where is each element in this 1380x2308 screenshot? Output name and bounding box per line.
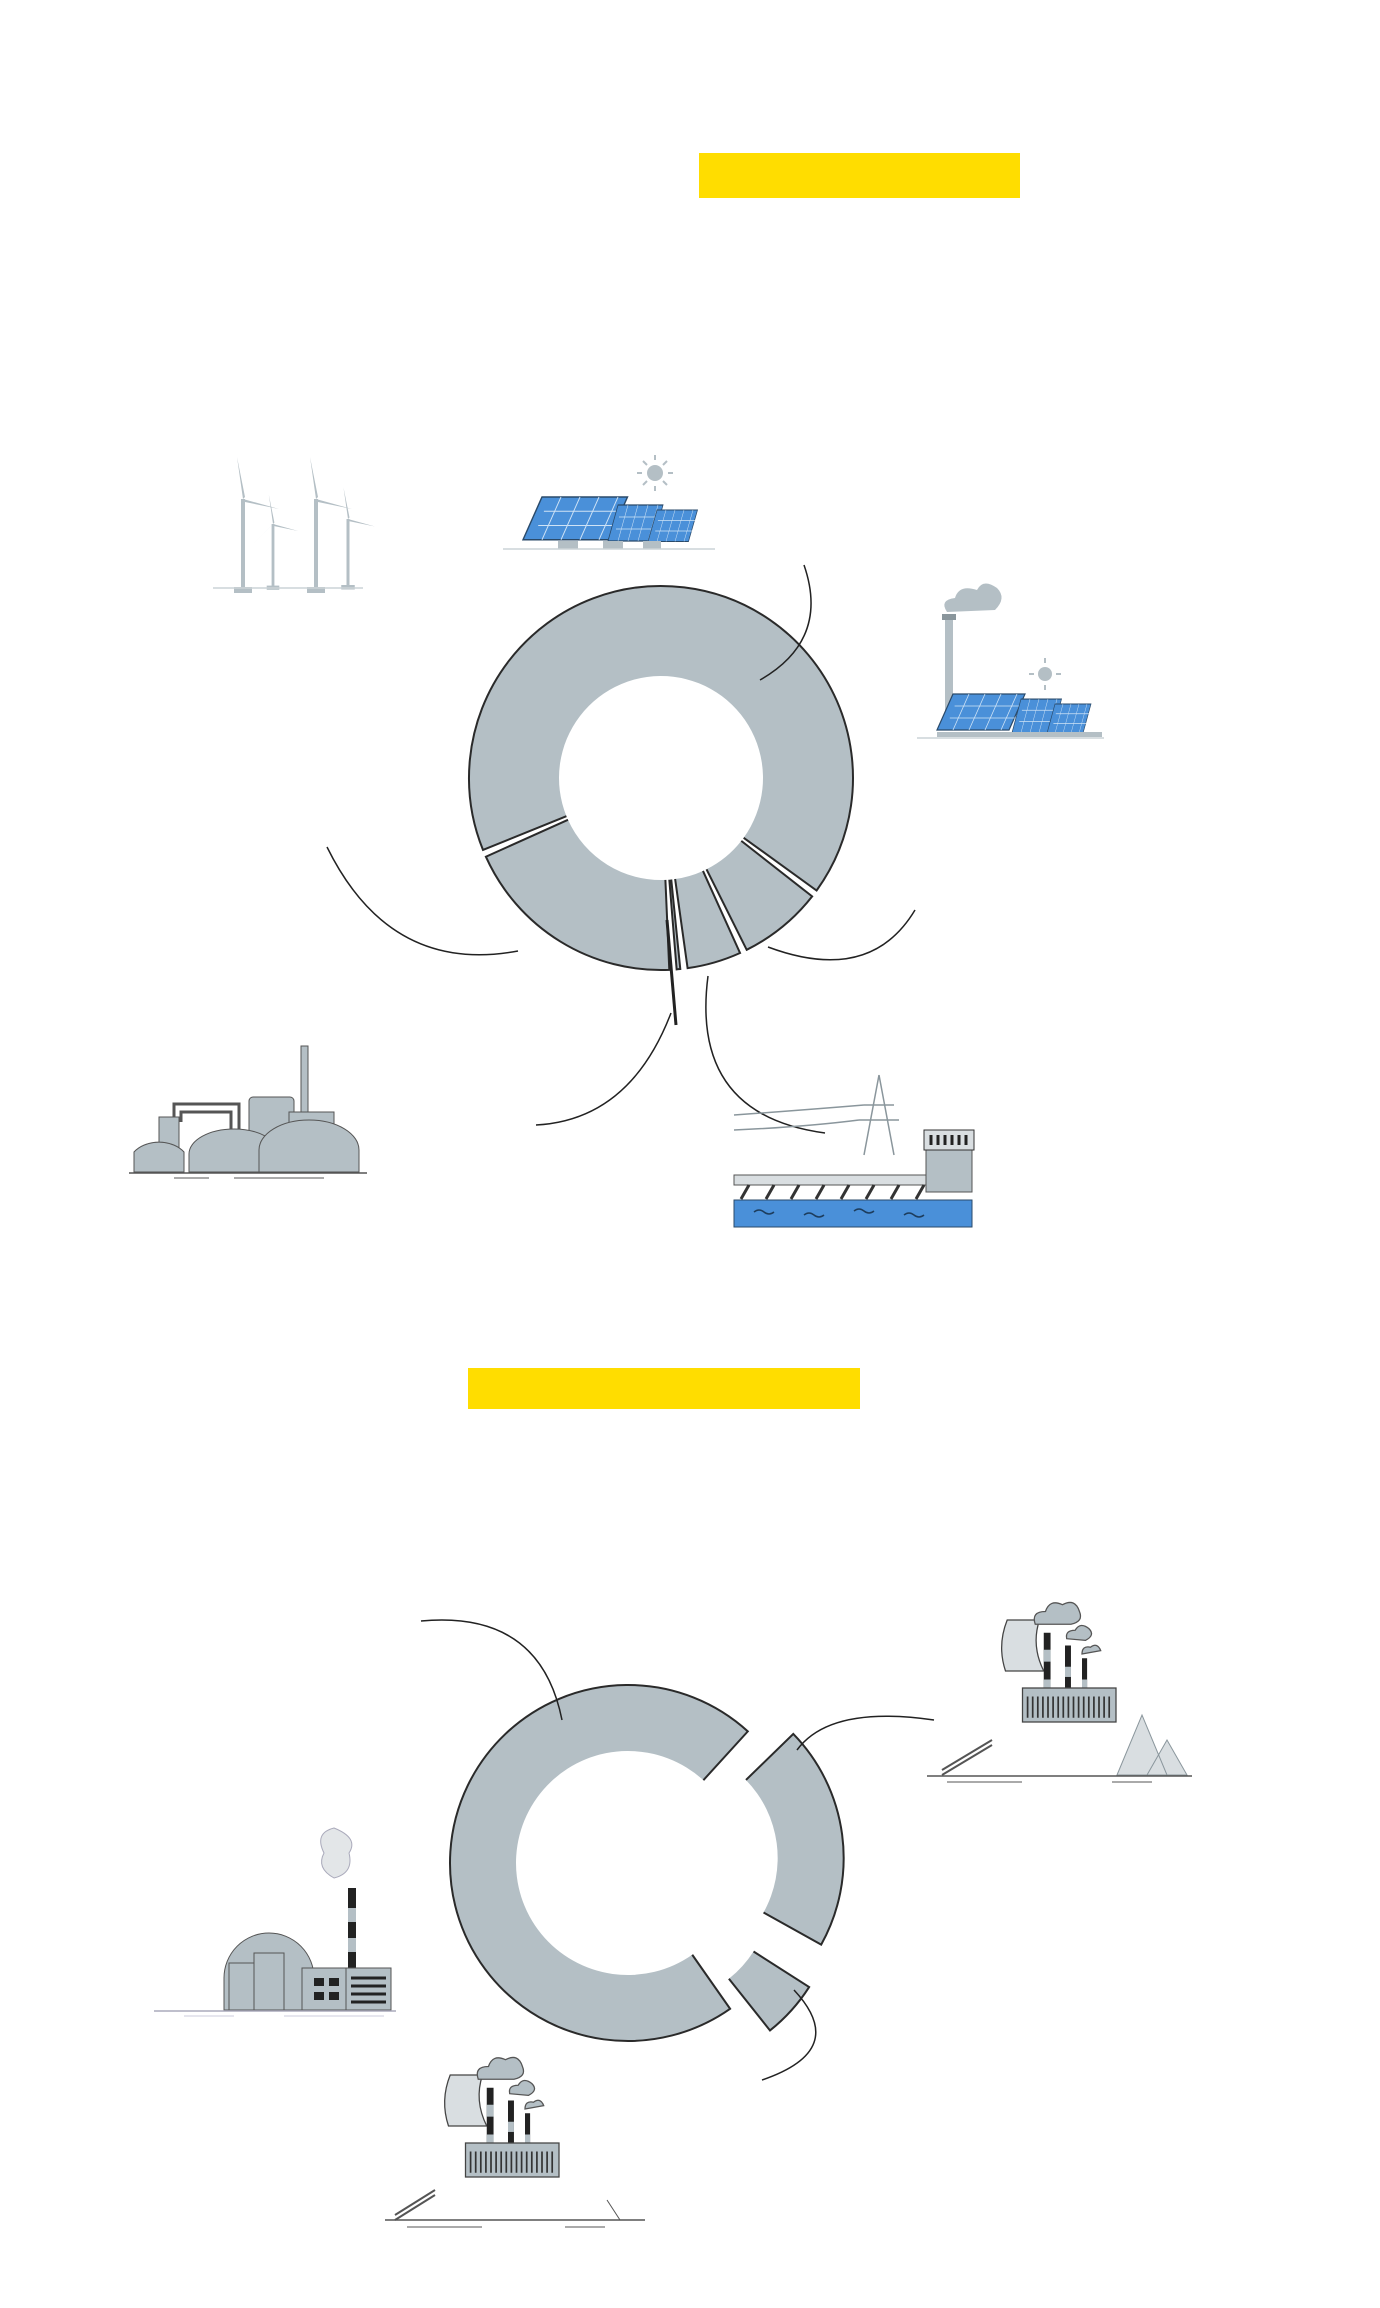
donut-segment-solar-with-chimney: [706, 840, 813, 950]
donut-chart-2: [449, 1684, 845, 2042]
chart-title-highlight-2: [468, 1368, 860, 1409]
coal-plant-icon: [385, 2056, 645, 2228]
donut-segment-outline: [728, 1950, 811, 2032]
nuclear-plant-icon: [154, 1827, 396, 2017]
donut-segment-solar-farm: [469, 586, 854, 891]
donut-segment-biogas-hydro-small: [675, 870, 741, 969]
biogas-plant-icon: [129, 1045, 367, 1179]
donut-segment-coal-plant-small: [728, 1951, 810, 2031]
solar-chimney-icon: [917, 583, 1104, 739]
coal-plant-icon: [927, 1601, 1192, 1783]
donut-segment-outline: [705, 840, 814, 952]
solar-panels-icon: [503, 455, 715, 550]
wind-turbines-icon: [213, 457, 375, 593]
donut-segment-outline: [484, 818, 671, 971]
leader-line: [761, 1989, 817, 2081]
leader-lines: [326, 564, 935, 2081]
leader-line: [326, 846, 519, 956]
leader-line: [665, 919, 678, 1026]
leader-line: [535, 1012, 672, 1126]
hydro-dam-icon: [733, 1074, 975, 1228]
donut-segment-biogas-plant: [485, 819, 670, 970]
leader-line: [420, 1619, 563, 1721]
donut-segment-outline: [468, 585, 854, 892]
donut-segment-outline: [449, 1684, 750, 2042]
donut-segment-outline: [668, 879, 682, 971]
chart-title-highlight-1: [699, 153, 1020, 198]
leader-line: [796, 1715, 935, 1751]
leader-line: [759, 564, 812, 681]
donut-segment-nuclear-plant: [450, 1684, 748, 2042]
leader-line: [767, 909, 916, 961]
donut-chart-1: [468, 585, 854, 971]
donut-segment-outline: [674, 870, 742, 970]
donut-segment-outline: [745, 1732, 845, 1946]
donut-segment-coal-plant: [745, 1733, 844, 1945]
